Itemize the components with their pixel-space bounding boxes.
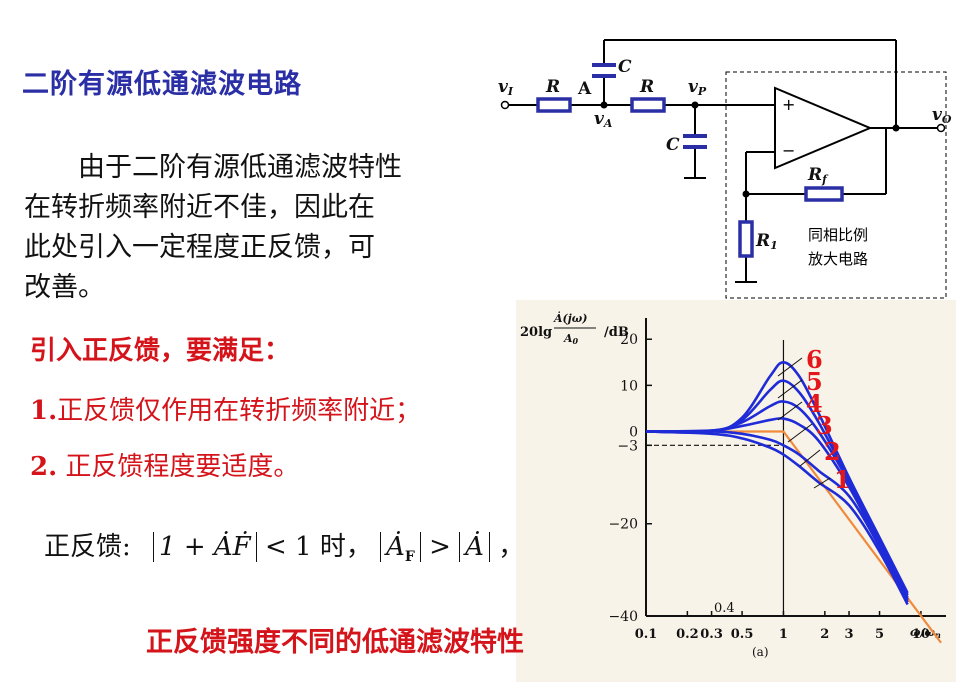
label-c-bottom: C <box>666 135 680 155</box>
curve-label-4: 4 <box>806 389 823 418</box>
x-tick-label: 2 <box>820 627 829 642</box>
annotation-0-4: 0.4 <box>714 601 735 616</box>
formula-op2: > <box>429 532 451 562</box>
curve-label-leader <box>777 401 803 421</box>
formula-op1: < 1 时， <box>264 532 372 562</box>
condition-text: 正反馈程度要适度。 <box>57 452 300 482</box>
curve-label-2: 2 <box>824 437 841 466</box>
y-tick-label: −3 <box>617 438 638 454</box>
formula-label: 正反馈: <box>44 532 131 562</box>
label-r-input: R <box>545 77 560 97</box>
note-line-1: 同相比例 <box>808 226 868 244</box>
y-tick-label: −20 <box>608 517 638 533</box>
label-node-a: A <box>577 79 592 99</box>
intro-paragraph: 由于二阶有源低通滤波特性 在转折频率附近不佳，因此在 此处引入一定程度正反馈，可… <box>24 148 494 308</box>
formula-af: ȦF <box>380 532 421 566</box>
ylabel-prefix: 20lg <box>520 325 552 340</box>
curve-label-5: 5 <box>806 367 823 396</box>
response-curve-3 <box>645 416 909 601</box>
paragraph-line: 此处引入一定程度正反馈，可 <box>24 232 375 263</box>
xlabel: ω/ωn <box>910 626 941 640</box>
ylabel-numerator: Ȧ(jω) <box>553 311 587 325</box>
curve-label-3: 3 <box>816 411 833 440</box>
x-tick-label: 3 <box>845 627 854 642</box>
label-r-series: R <box>639 77 654 97</box>
condition-2: 2. 正反馈程度要适度。 <box>30 446 299 483</box>
paragraph-line: 改善。 <box>24 272 105 303</box>
condition-number: 1. <box>30 396 58 426</box>
response-curve-2 <box>645 430 909 603</box>
page-title: 二阶有源低通滤波电路 <box>22 69 302 100</box>
x-tick-label: 0.5 <box>731 627 754 642</box>
response-curve-5 <box>645 379 909 596</box>
requirement-heading: 引入正反馈，要满足： <box>30 336 291 366</box>
label-c-top: C <box>618 57 632 77</box>
label-va: vA <box>594 109 613 130</box>
figure-caption: 正反馈强度不同的低通滤波特性 <box>146 627 524 658</box>
paragraph-line: 由于二阶有源低通滤波特性 <box>78 152 402 183</box>
x-tick-label: 5 <box>875 627 884 642</box>
ylabel-denominator: A0 <box>563 332 579 346</box>
y-tick-label: 10 <box>620 378 638 394</box>
formula-af-sub: F <box>404 549 415 566</box>
label-r1: R1 <box>755 231 778 252</box>
label-vi: vI <box>498 77 514 98</box>
y-tick-label: 20 <box>620 332 638 348</box>
curve-label-leader <box>799 449 821 467</box>
x-tick-label: 0.2 <box>676 627 699 642</box>
condition-number: 2. <box>30 452 58 482</box>
note-line-2: 放大电路 <box>808 250 868 268</box>
x-tick-label: 1 <box>779 627 788 642</box>
x-tick-label: 0.1 <box>635 627 658 642</box>
curve-label-6: 6 <box>806 345 823 374</box>
filter-circuit: vI R A vA C R vP C vO Rf R1 + − 同相比例 放大电… <box>498 39 952 299</box>
response-curve-6 <box>645 360 909 594</box>
label-vo: vO <box>932 105 952 126</box>
formula-lhs: 1 + ȦḞ <box>153 532 257 562</box>
formula-af-symbol: Ȧ <box>386 532 405 562</box>
y-tick-label: −40 <box>608 609 638 625</box>
condition-text: 正反馈仅作用在转折频率附近； <box>57 396 422 426</box>
curve-label-leader <box>777 379 803 399</box>
curve-label-leader <box>777 357 803 377</box>
condition-1: 1.正反馈仅作用在转折频率附近； <box>30 390 421 427</box>
x-tick-label: 0.3 <box>700 627 723 642</box>
label-minus: − <box>782 141 795 160</box>
response-curve-1 <box>645 430 909 606</box>
feedback-formula: 正反馈: 1 + ȦḞ < 1 时， ȦF > Ȧ ， <box>44 526 524 565</box>
label-vp: vP <box>688 77 707 98</box>
x-tick-label: 10 <box>912 627 930 642</box>
paragraph-line: 在转折频率附近不佳，因此在 <box>24 192 375 223</box>
figure-label: (a) <box>752 645 769 659</box>
label-rf: Rf <box>807 165 829 186</box>
curve-label-1: 1 <box>834 465 851 494</box>
curve-label-leader <box>813 477 831 489</box>
ylabel-unit: /dB <box>604 325 629 340</box>
formula-a: Ȧ <box>459 532 490 562</box>
curve-label-leader <box>787 423 813 443</box>
plot-background <box>516 300 956 682</box>
label-plus: + <box>782 95 795 114</box>
y-tick-label: 0 <box>629 424 638 440</box>
frequency-response-chart: 20lg Ȧ(jω) A0 /dB ω/ωn (a) 0.4 20 10 0−3 −2… <box>520 311 946 659</box>
